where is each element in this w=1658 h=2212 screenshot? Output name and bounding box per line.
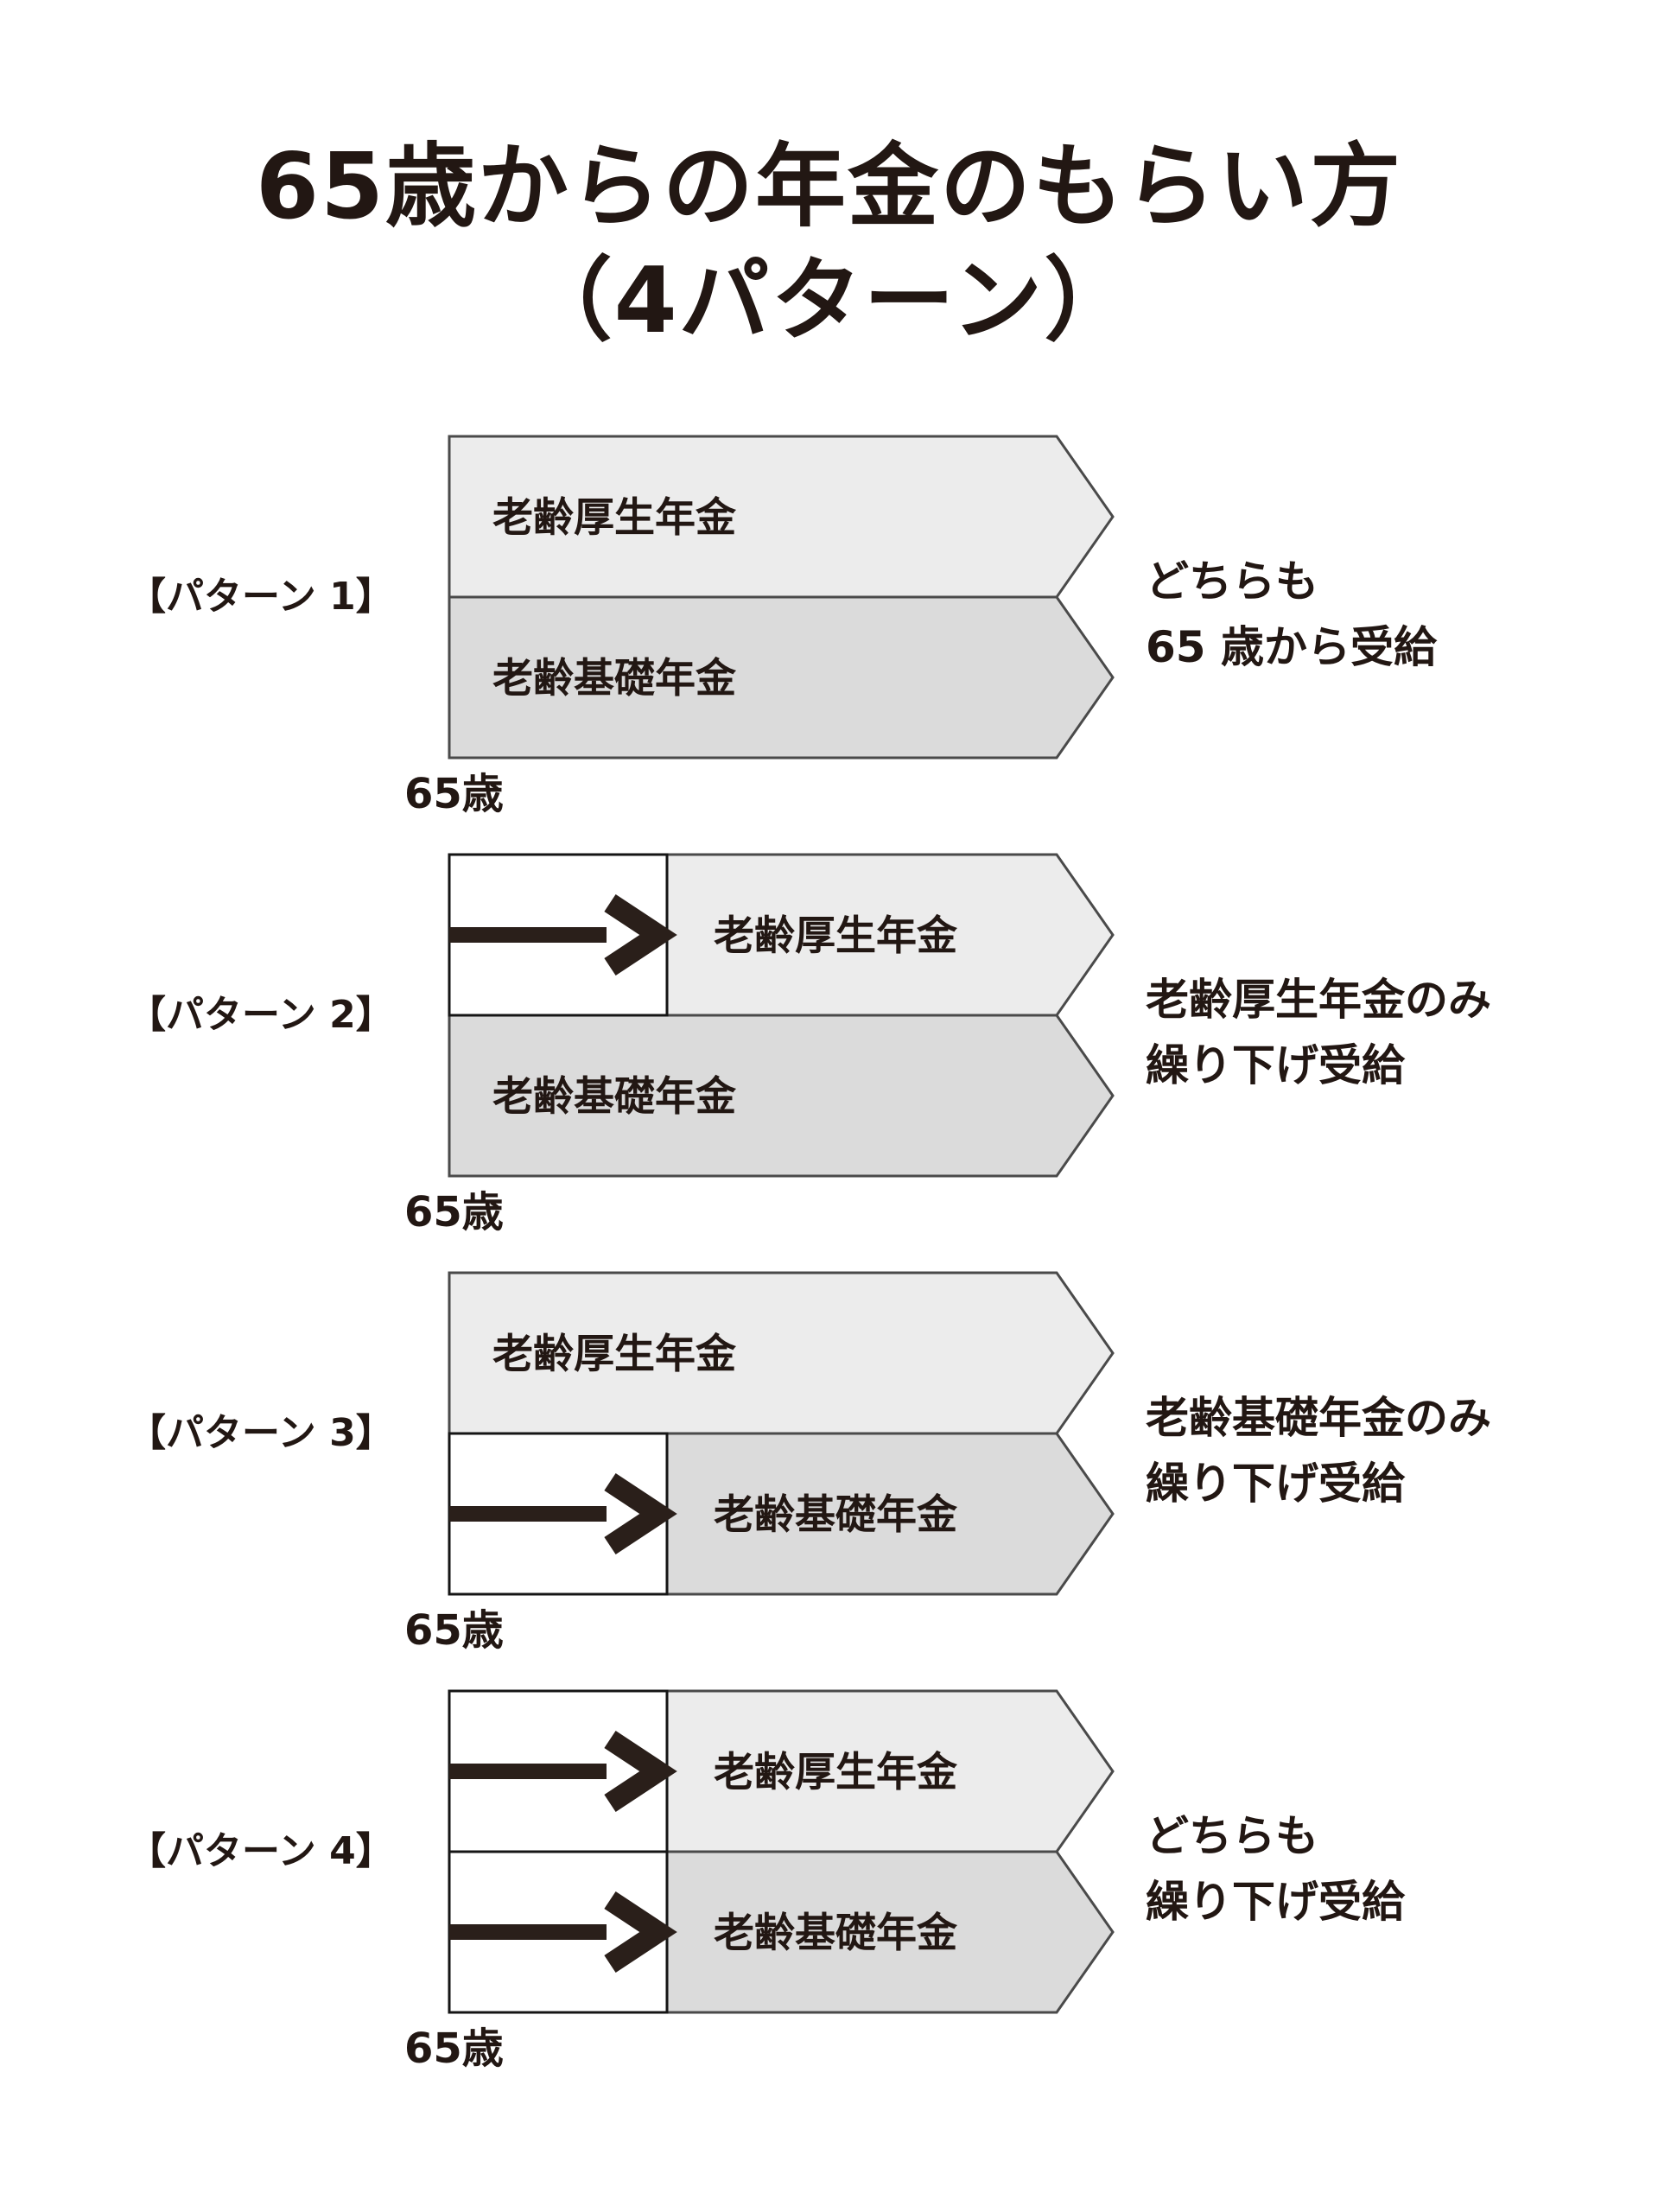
- kiso-pension-bar-label: 老齢基礎年金: [492, 1073, 737, 1121]
- kiso-pension-bar-label: 老齢基礎年金: [714, 1910, 958, 1957]
- page-title: 65歳からの年金のもらい方 （4パターン）: [0, 130, 1658, 358]
- pattern-1-block: 【パターン 1】 老齢厚生年金 老齢基礎年金 どちらも 65 歳から受給 65歳: [0, 433, 1658, 839]
- kiso-pension-bar-label: 老齢基礎年金: [492, 655, 737, 702]
- right-arrow-shaft: [449, 1764, 607, 1779]
- pattern-4-note: どちらも 繰り下げ受給: [1146, 1803, 1405, 1935]
- pattern-2-diagram: 老齢厚生年金 老齢基礎年金: [448, 853, 1115, 1178]
- pattern-4-age-label: 65歳: [404, 2024, 504, 2073]
- right-arrow-icon: [449, 1891, 677, 1974]
- right-arrow-head: [604, 1891, 677, 1974]
- right-arrow-icon: [449, 1730, 677, 1813]
- right-arrow-icon: [449, 893, 677, 976]
- pattern-3-label: 【パターン 3】: [128, 1411, 394, 1455]
- pattern-3-diagram: 老齢厚生年金 老齢基礎年金: [448, 1271, 1115, 1596]
- pattern-4-block: 【パターン 4】 老齢厚生年金 老齢基礎年金 どちらも 繰り下げ受給 65歳: [0, 1688, 1658, 2094]
- pattern-2-label: 【パターン 2】: [128, 993, 394, 1037]
- pattern-3-block: 【パターン 3】 老齢厚生年金 老齢基礎年金 老齢基礎年金のみ 繰り下げ受給 6…: [0, 1269, 1658, 1675]
- pattern-2-age-label: 65歳: [404, 1188, 504, 1236]
- right-arrow-head: [604, 893, 677, 976]
- kosei-pension-bar: [448, 435, 1115, 599]
- pattern-1-note-line1: どちらも: [1146, 556, 1318, 607]
- kosei-pension-bar-label: 老齢厚生年金: [492, 1331, 737, 1378]
- pattern-2-note-line1: 老齢厚生年金のみ: [1146, 975, 1491, 1025]
- pattern-3-note-line2: 繰り下げ受給: [1146, 1459, 1405, 1509]
- pattern-4-label: 【パターン 4】: [128, 1829, 394, 1873]
- pattern-2-block: 【パターン 2】 老齢厚生年金 老齢基礎年金 老齢厚生年金のみ 繰り下げ受給 6…: [0, 851, 1658, 1257]
- pattern-2-note: 老齢厚生年金のみ 繰り下げ受給: [1146, 967, 1491, 1098]
- pattern-4-diagram: 老齢厚生年金 老齢基礎年金: [448, 1689, 1115, 2014]
- right-arrow-shaft: [449, 1506, 607, 1522]
- right-arrow-icon: [449, 1472, 677, 1555]
- kosei-pension-bar-label: 老齢厚生年金: [714, 912, 958, 960]
- page-title-line1: 65歳からの年金のもらい方: [255, 134, 1403, 239]
- pattern-3-note-line1: 老齢基礎年金のみ: [1146, 1393, 1491, 1443]
- right-arrow-head: [604, 1472, 677, 1555]
- right-arrow-shaft: [449, 927, 607, 943]
- pattern-1-note-line2: 65 歳から受給: [1146, 622, 1437, 672]
- pattern-1-age-label: 65歳: [404, 770, 504, 818]
- pattern-1-label: 【パターン 1】: [128, 575, 394, 619]
- kosei-pension-bar-label: 老齢厚生年金: [714, 1749, 958, 1796]
- pattern-4-note-line2: 繰り下げ受給: [1146, 1877, 1405, 1927]
- right-arrow-shaft: [449, 1924, 607, 1940]
- pattern-4-note-line1: どちらも: [1146, 1811, 1318, 1861]
- pattern-3-age-label: 65歳: [404, 1606, 504, 1655]
- right-arrow-head: [604, 1730, 677, 1813]
- kiso-pension-bar: [448, 595, 1115, 760]
- kosei-pension-bar: [448, 1271, 1115, 1435]
- kiso-pension-bar: [448, 1014, 1115, 1178]
- pattern-3-note: 老齢基礎年金のみ 繰り下げ受給: [1146, 1385, 1491, 1516]
- kiso-pension-bar-label: 老齢基礎年金: [714, 1491, 958, 1539]
- kosei-pension-bar-label: 老齢厚生年金: [492, 494, 737, 542]
- pattern-1-note: どちらも 65 歳から受給: [1146, 549, 1437, 680]
- pattern-1-diagram: 老齢厚生年金 老齢基礎年金: [448, 435, 1115, 760]
- page-title-line2: （4パターン）: [521, 248, 1137, 353]
- pattern-2-note-line2: 繰り下げ受給: [1146, 1040, 1405, 1090]
